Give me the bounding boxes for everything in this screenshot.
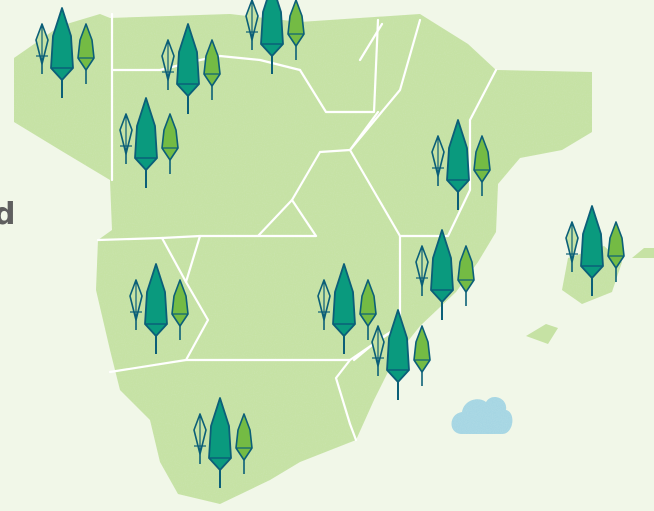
cloud-icon bbox=[451, 396, 513, 434]
island-ibiza bbox=[526, 324, 558, 344]
land-masses bbox=[14, 14, 654, 504]
island-menorca bbox=[632, 248, 654, 258]
edge-text-fragment: d bbox=[0, 197, 16, 232]
